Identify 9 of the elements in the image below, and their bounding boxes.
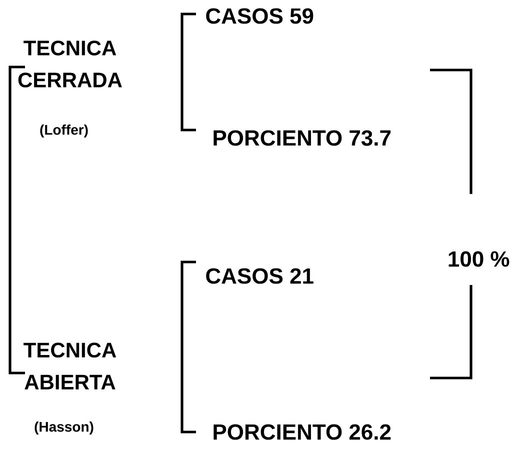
- label-text: TECNICA ABIERTA: [24, 342, 116, 390]
- label-text: 100 %: [448, 251, 510, 267]
- label-text: CASOS 59: [206, 8, 314, 24]
- label-text: (Hasson): [34, 421, 94, 435]
- label-text: PORCIENTO 26.2: [214, 424, 391, 440]
- label-text: CASOS 21: [206, 268, 314, 284]
- label-text: TECNICA CERRADA: [18, 40, 122, 88]
- label-text: (Loffer): [40, 124, 88, 138]
- label-text: PORCIENTO 73.7: [214, 130, 391, 146]
